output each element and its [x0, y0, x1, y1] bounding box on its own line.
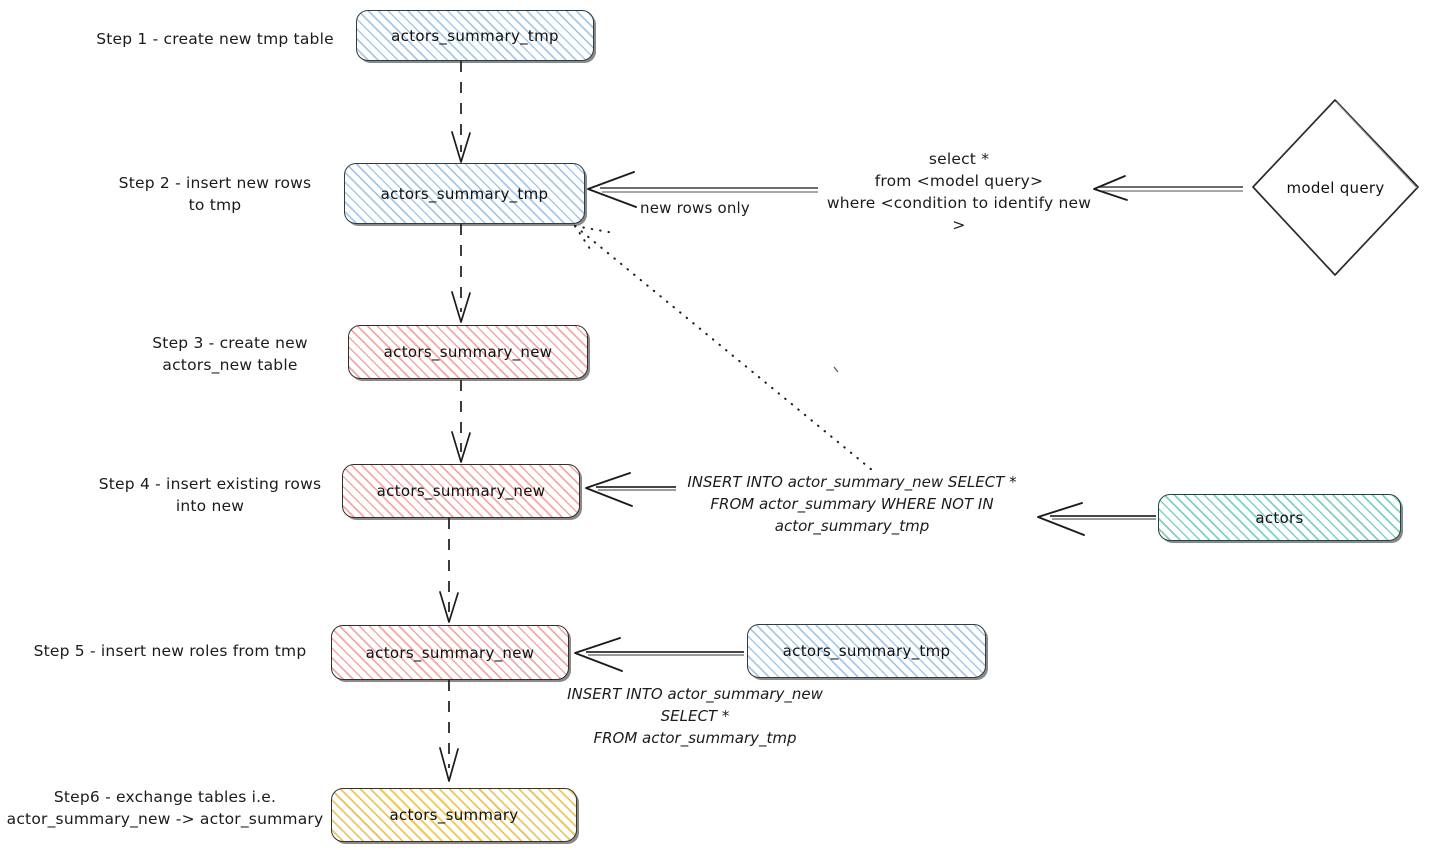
- annotation-insert-existing-sql: INSERT INTO actor_summary_new SELECT * F…: [687, 473, 1017, 535]
- arrow-modelquery-to-sql: [1093, 175, 1243, 201]
- node-actors-summary-step6[interactable]: actors_summary: [331, 788, 577, 842]
- arrow-step2-to-step3: [451, 224, 471, 323]
- step-label-4: Step 4 - insert existing rows into new: [98, 475, 322, 516]
- node-actors-summary-new-step3[interactable]: actors_summary_new: [348, 325, 588, 379]
- annotation-insert-from-tmp-sql: INSERT INTO actor_summary_new SELECT * F…: [567, 685, 823, 747]
- node-label: actors_summary_new: [383, 343, 553, 361]
- node-model-query[interactable]: model query: [1248, 95, 1423, 280]
- arrow-step3-to-step4: [451, 380, 471, 463]
- node-label: actors_summary_tmp: [782, 642, 951, 660]
- annotation-model-query-sql: select * from <model query> where <condi…: [826, 150, 1092, 234]
- arrow-tmp-to-step5: [574, 637, 744, 672]
- step-label-6: Step6 - exchange tables i.e. actor_summa…: [6, 788, 324, 829]
- dotted-link-step2-to-insert-note: [574, 225, 873, 471]
- node-label: actors_summary_new: [376, 482, 546, 500]
- model-query-label: model query: [1286, 178, 1385, 197]
- step-label-3: Step 3 - create new actors_new table: [152, 334, 308, 375]
- node-label: actors_summary: [389, 806, 519, 824]
- annotation-new-rows-only: new rows only: [640, 199, 750, 217]
- node-actors-summary-new-step5[interactable]: actors_summary_new: [331, 625, 569, 680]
- node-actors-summary-tmp-step1[interactable]: actors_summary_tmp: [356, 10, 594, 61]
- node-actors-summary-tmp-step2[interactable]: actors_summary_tmp: [344, 163, 585, 224]
- step-label-1: Step 1 - create new tmp table: [96, 30, 334, 48]
- arrow-insertnote-to-step4: [585, 472, 676, 507]
- node-actors-source[interactable]: actors: [1158, 494, 1401, 541]
- stray-mark: [833, 366, 839, 373]
- arrow-step1-to-step2: [451, 61, 471, 163]
- arrow-step5-to-step6: [439, 680, 459, 782]
- step-label-2: Step 2 - insert new rows to tmp: [118, 174, 312, 215]
- arrow-actors-to-insertnote: [1037, 502, 1156, 536]
- node-label: actors_summary_tmp: [380, 184, 549, 203]
- node-actors-summary-new-step4[interactable]: actors_summary_new: [342, 464, 580, 518]
- node-label: actors: [1255, 508, 1304, 527]
- arrow-step4-to-step5: [439, 518, 459, 623]
- node-label: actors_summary_new: [365, 643, 535, 662]
- node-actors-summary-tmp-source[interactable]: actors_summary_tmp: [747, 624, 986, 678]
- node-label: actors_summary_tmp: [391, 26, 559, 45]
- diamond-shape-icon: [1252, 99, 1419, 276]
- step-label-5: Step 5 - insert new roles from tmp: [33, 642, 307, 660]
